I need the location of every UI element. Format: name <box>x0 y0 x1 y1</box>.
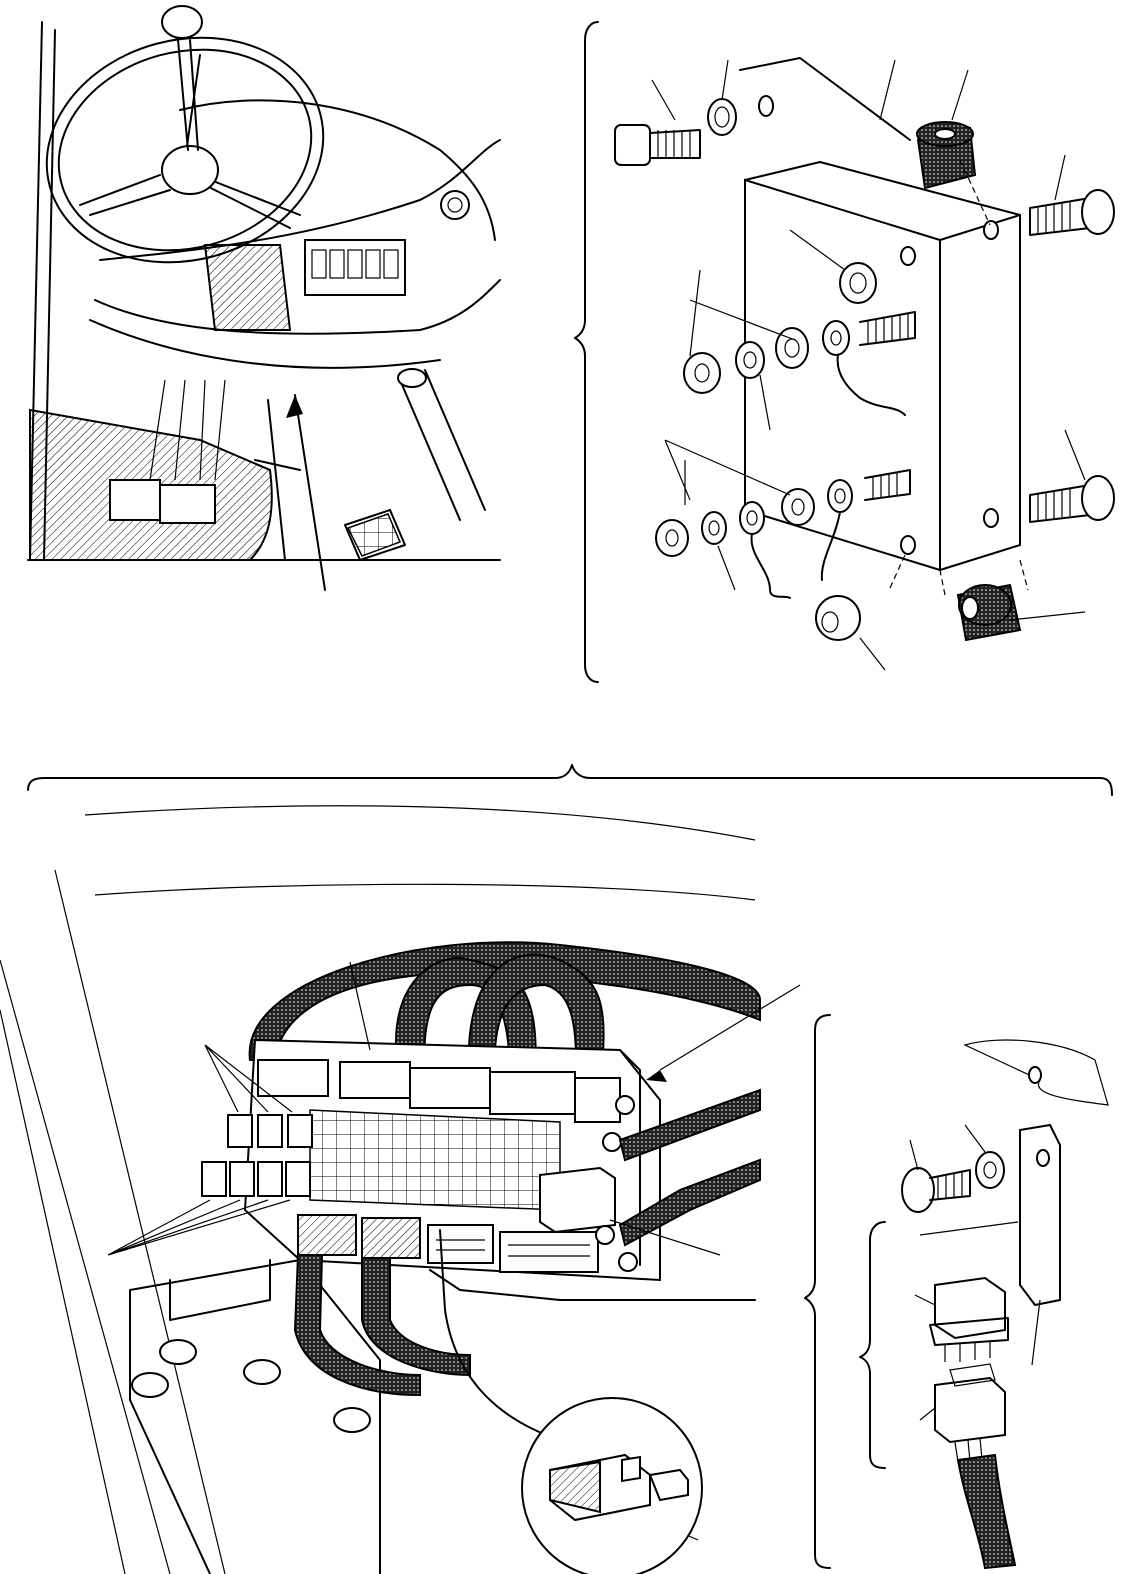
ring-terminal-lower-a <box>739 501 765 535</box>
bolt-right-upper <box>1029 189 1115 236</box>
stud-upper <box>859 311 916 346</box>
nut-bottom <box>815 595 861 641</box>
ring-terminal-upper <box>822 320 850 356</box>
harness-lower-left <box>293 1254 421 1397</box>
relay-connector <box>934 1376 1006 1444</box>
relay-bracket-strap <box>1019 1123 1061 1307</box>
harness-loop-upper <box>248 941 761 1061</box>
lock-washer-mid <box>735 341 765 379</box>
spacer-lower <box>781 488 815 526</box>
column-boot <box>203 244 292 331</box>
fuse-detail-view <box>521 1397 703 1574</box>
location-arrow <box>294 394 326 591</box>
column-bolt-1 <box>131 1372 169 1398</box>
lever-knob <box>161 5 203 39</box>
dashboard-edge <box>94 279 501 335</box>
stud-lower <box>864 469 911 501</box>
bolt-upper-left <box>614 124 701 166</box>
fuse-grid <box>309 1109 561 1211</box>
group-bracket-right <box>804 1014 831 1569</box>
connector-bottom-1 <box>297 1214 357 1256</box>
nut-lower-left <box>655 519 689 557</box>
rubber-spacer-upper <box>916 121 977 190</box>
relay-on-box <box>539 1166 616 1234</box>
rubber-spacer-lower <box>956 583 1022 642</box>
switch-panel <box>304 239 406 296</box>
group-bracket-horizontal <box>27 764 1113 796</box>
nut-mid-left <box>683 352 721 394</box>
fuse-b1 <box>201 1161 227 1197</box>
cab-overview-view <box>27 5 501 591</box>
bracket-bolt <box>901 1167 971 1213</box>
bolt-right-lower <box>1029 475 1115 523</box>
spacer-mid <box>775 327 809 369</box>
mounting-plate-view <box>574 21 1115 683</box>
relay <box>934 1276 1006 1340</box>
fuse-box-view <box>0 805 801 1574</box>
pedal-left <box>109 479 161 521</box>
connector-top-1 <box>257 1059 329 1097</box>
group-bracket-top-right <box>574 21 599 683</box>
fuse-a1 <box>227 1114 253 1148</box>
accelerator-pedal <box>344 509 406 561</box>
nut-top <box>839 262 877 304</box>
bracket-washer <box>975 1151 1005 1189</box>
ignition-switch <box>440 190 470 220</box>
ring-terminal-lower-b <box>827 479 853 513</box>
washer-upper <box>707 98 737 136</box>
relay-bracket-view <box>804 1014 1109 1570</box>
relay-harness <box>956 1453 1017 1570</box>
steering-hub <box>161 145 219 195</box>
